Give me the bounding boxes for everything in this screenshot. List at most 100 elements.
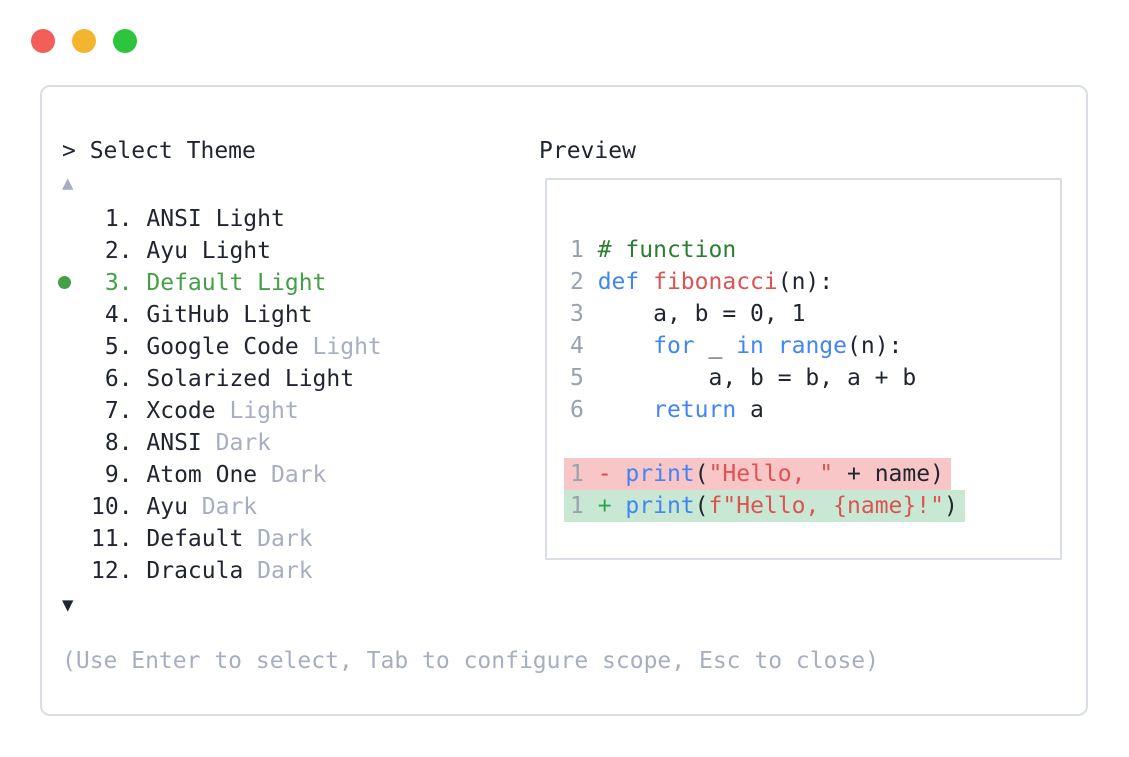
theme-item-label-segment: Dark (271, 462, 327, 488)
theme-item-label-segment: Light (312, 334, 382, 360)
theme-item-number: 2. (104, 238, 133, 264)
theme-item-label: GitHub Light (146, 302, 312, 328)
theme-item-label-segment: GitHub Light (146, 302, 313, 328)
code-line: 1# function (564, 234, 743, 266)
code-token: _ (694, 333, 737, 359)
theme-item-number: 11. (91, 526, 133, 552)
code-token: fibonacci (653, 269, 778, 295)
code-token: print (625, 493, 695, 519)
code-line: 4 for _ in range(n): (564, 330, 909, 362)
code-token: (n): (777, 269, 834, 295)
scroll-up-icon[interactable]: ▲ (62, 172, 74, 194)
code-token: (n): (847, 333, 903, 359)
code-token: + name) (833, 461, 944, 487)
traffic-light-zoom-button[interactable] (113, 29, 137, 53)
code-spacer (547, 426, 965, 458)
theme-item-label-segment: Dark (257, 558, 313, 584)
theme-list-item[interactable]: 7. Xcode Light (91, 395, 382, 427)
theme-item-label: Default Dark (146, 526, 312, 552)
theme-list-item[interactable]: 2. Ayu Light (91, 235, 382, 267)
traffic-light-minimize-button[interactable] (72, 29, 96, 53)
code-token (612, 461, 626, 487)
theme-list-item[interactable]: 12. Dracula Dark (91, 555, 382, 587)
theme-list-item[interactable]: 9. Atom One Dark (91, 459, 382, 491)
theme-picker-title: > Select Theme (62, 138, 256, 164)
theme-item-label-segment: Default (146, 526, 258, 552)
code-token: a, b = 0, 1 (597, 301, 806, 327)
theme-item-number: 4. (104, 302, 133, 328)
line-number: 2 (570, 269, 584, 295)
code-token (764, 333, 778, 359)
code-token: a, b = b, a + b (597, 365, 917, 391)
code-token: print (625, 461, 695, 487)
code-token: ( (694, 493, 709, 519)
code-token: in (736, 333, 764, 359)
code-token: - (597, 461, 612, 487)
theme-item-number: 9. (104, 462, 133, 488)
diff-line-removed: 1- print("Hello, " + name) (564, 458, 951, 490)
theme-item-label: Solarized Light (146, 366, 354, 392)
theme-item-label-segment: Dark (215, 430, 272, 456)
theme-list-item[interactable]: 10.Ayu Dark (91, 491, 382, 523)
code-token: a (736, 397, 764, 423)
theme-item-label: Xcode Light (146, 398, 298, 424)
theme-item-label-segment: Ayu Light (146, 238, 271, 264)
theme-item-label-segment: ANSI (146, 430, 216, 456)
code-line: 5 a, b = b, a + b (564, 362, 923, 394)
keyboard-hint: (Use Enter to select, Tab to configure s… (62, 648, 879, 674)
line-number: 4 (570, 333, 584, 359)
selected-indicator-dot (58, 276, 71, 289)
scroll-down-icon[interactable]: ▼ (62, 594, 74, 616)
theme-item-number: 12. (91, 558, 133, 584)
line-number: 1 (570, 237, 584, 263)
theme-item-label-segment: Dracula (146, 558, 258, 584)
theme-item-label-segment: Atom One (146, 462, 271, 488)
code-token (639, 269, 653, 295)
code-token: ( (694, 461, 709, 487)
preview-label: Preview (539, 138, 636, 164)
code-token (612, 493, 626, 519)
code-token: def (597, 269, 640, 295)
theme-item-number: 6. (104, 366, 133, 392)
theme-list-item[interactable]: 11. Default Dark (91, 523, 382, 555)
theme-list-item[interactable]: 8.ANSI Dark (91, 427, 382, 459)
theme-item-label-segment: Dark (201, 494, 258, 520)
code-token: for (653, 333, 695, 359)
theme-item-number: 7. (104, 398, 133, 424)
theme-item-label: Atom One Dark (146, 462, 326, 488)
theme-item-number: 1. (104, 206, 133, 232)
theme-item-label: Ayu Dark (146, 494, 257, 520)
line-number: 5 (570, 365, 584, 391)
code-line: 6 return a (564, 394, 771, 426)
theme-item-label: Dracula Dark (146, 558, 312, 584)
line-number: 1 (570, 493, 584, 519)
theme-item-label: ANSI Light (146, 206, 284, 232)
theme-picker-window: > Select Theme ▲ 1. ANSI Light 2. Ayu Light… (40, 85, 1088, 716)
line-number: 3 (570, 301, 584, 327)
theme-item-label-segment: Dark (257, 526, 313, 552)
window-controls (31, 29, 137, 53)
line-number: 1 (570, 461, 584, 487)
theme-item-label-segment: Solarized Light (146, 366, 355, 392)
theme-item-number: 3. (104, 270, 133, 296)
code-line: 3 a, b = 0, 1 (564, 298, 812, 330)
theme-item-label-segment: ANSI Light (146, 206, 285, 232)
theme-list: 1. ANSI Light 2. Ayu Light 3. Default Light 4.… (58, 203, 382, 587)
theme-item-label: Google Code Light (146, 334, 381, 360)
theme-list-item[interactable]: 1. ANSI Light (91, 203, 382, 235)
code-line: 2 def fibonacci(n): (564, 266, 840, 298)
code-token: "Hello, " (708, 461, 834, 487)
theme-list-item[interactable]: 4. GitHub Light (91, 299, 382, 331)
theme-item-label-segment: Default Light (146, 270, 327, 296)
theme-item-label: ANSI Dark (146, 430, 271, 456)
traffic-light-close-button[interactable] (31, 29, 55, 53)
theme-item-label: Ayu Light (146, 238, 271, 264)
theme-item-label-segment: Ayu (146, 494, 202, 520)
code-token: ) (943, 493, 958, 519)
theme-list-item[interactable]: 5.Google Code Light (91, 331, 382, 363)
theme-list-item[interactable]: 3. Default Light (58, 267, 382, 299)
theme-list-item[interactable]: 6. Solarized Light (91, 363, 382, 395)
